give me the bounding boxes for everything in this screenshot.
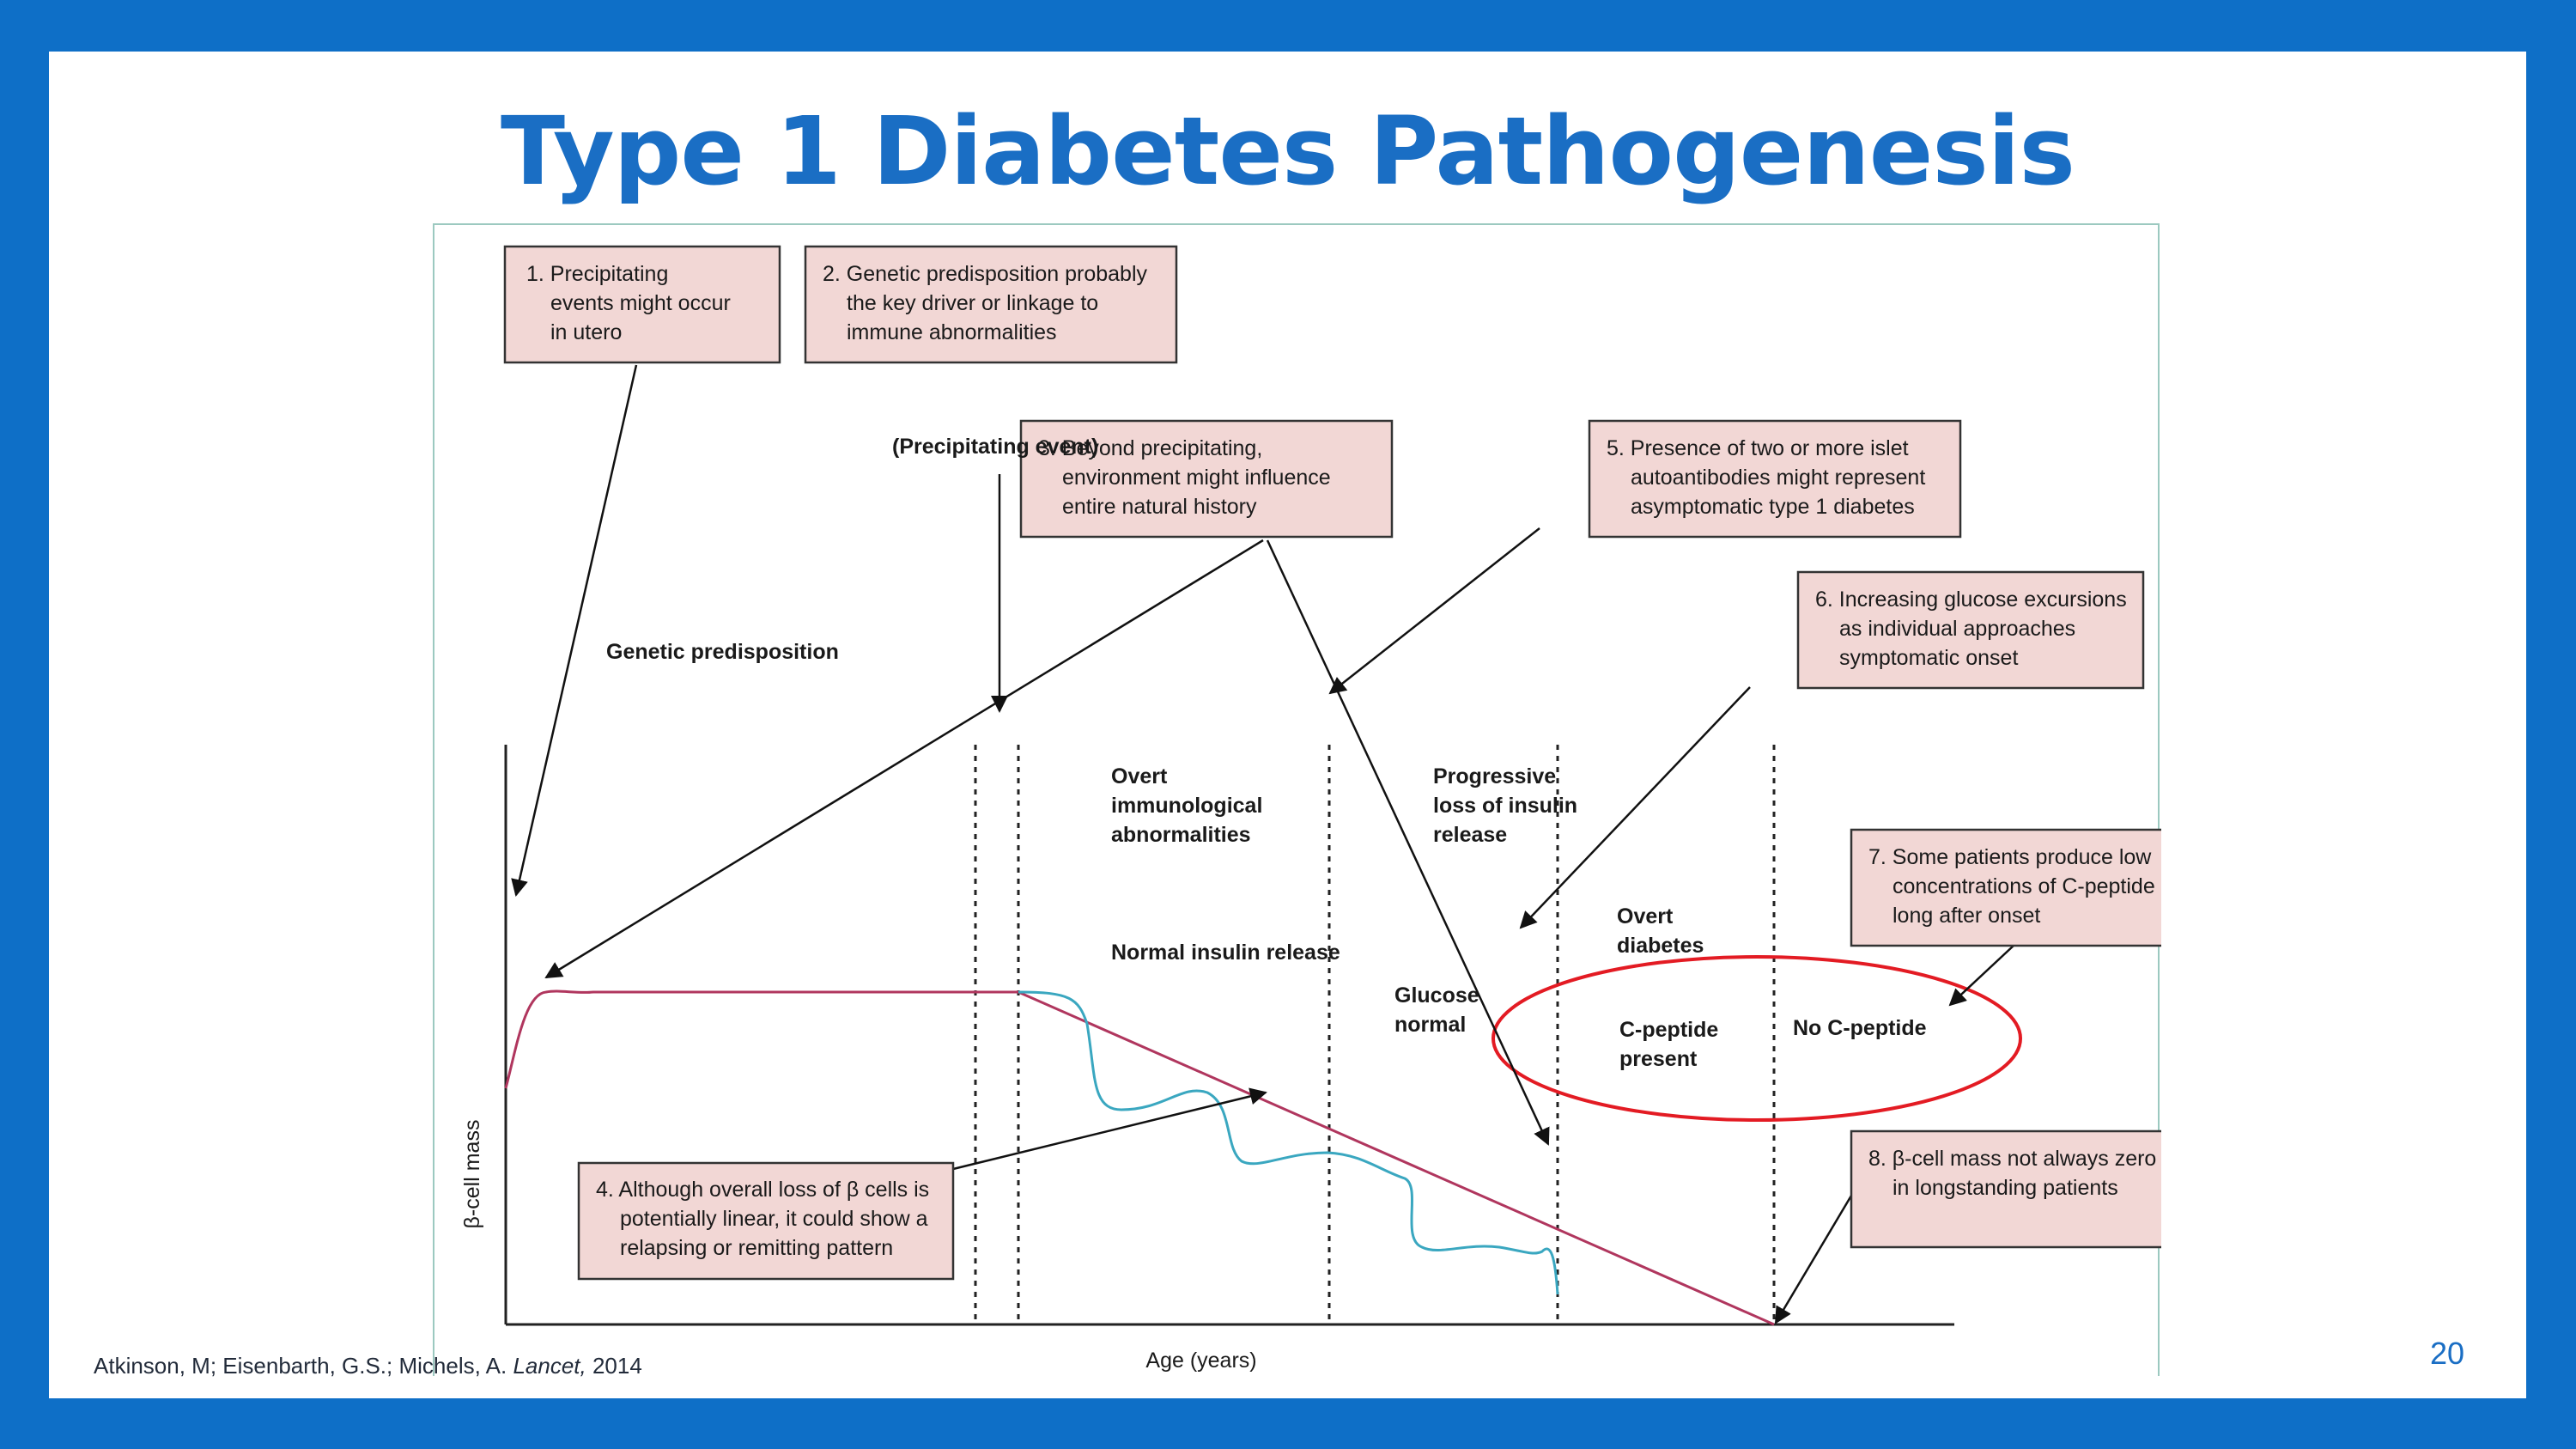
glucose-normal-label: Glucose normal — [1394, 983, 1479, 1037]
insulin-release-wave — [1018, 990, 1559, 1295]
svg-text:Overt: Overt — [1617, 904, 1674, 928]
svg-text:long after onset: long after onset — [1893, 904, 2040, 928]
citation-journal: Lancet, — [513, 1353, 586, 1379]
svg-text:relapsing or remitting pattern: relapsing or remitting pattern — [620, 1236, 893, 1260]
slide-title: Type 1 Diabetes Pathogenesis — [501, 96, 2075, 206]
svg-text:immune abnormalities: immune abnormalities — [847, 320, 1057, 344]
annotation-box-5: 5. Presence of two or more islet autoant… — [1588, 419, 1962, 539]
pathogenesis-diagram: 1. Precipitating events might occur in u… — [460, 245, 2161, 1373]
svg-text:entire natural history: entire natural history — [1062, 495, 1257, 519]
citation: Atkinson, M; Eisenbarth, G.S.; Michels, … — [94, 1353, 642, 1379]
citation-authors: Atkinson, M; Eisenbarth, G.S.; Michels, … — [94, 1353, 507, 1379]
svg-text:C-peptide: C-peptide — [1619, 1018, 1718, 1042]
svg-text:3. Beyond precipitating,: 3. Beyond precipitating, — [1038, 436, 1262, 460]
page-number: 20 — [2429, 1336, 2464, 1371]
annotation-box-7: 7. Some patients produce low concentrati… — [1850, 828, 2161, 947]
annotation-arrows — [511, 364, 2015, 1324]
annotation-box-1: 1. Precipitating events might occur in u… — [503, 245, 781, 364]
precipitating-event-label: (Precipitating event) — [892, 435, 1098, 459]
svg-text:in utero: in utero — [550, 320, 622, 344]
citation-year: 2014 — [592, 1353, 642, 1379]
annotation-box-6: 6. Increasing glucose excursions as indi… — [1796, 570, 2145, 690]
y-axis-label: β-cell mass — [460, 1120, 484, 1229]
svg-text:7. Some patients produce low: 7. Some patients produce low — [1868, 845, 2152, 869]
svg-text:environment might influence: environment might influence — [1062, 466, 1331, 490]
svg-text:asymptomatic type 1 diabetes: asymptomatic type 1 diabetes — [1631, 495, 1915, 519]
svg-text:symptomatic onset: symptomatic onset — [1839, 646, 2018, 670]
svg-text:normal: normal — [1394, 1013, 1466, 1037]
annotation-box-2: 2. Genetic predisposition probably the k… — [804, 245, 1178, 364]
svg-text:Progressive: Progressive — [1433, 764, 1556, 788]
slide: Type 1 Diabetes Pathogenesis — [49, 52, 2526, 1398]
svg-text:diabetes: diabetes — [1617, 934, 1704, 958]
svg-text:loss of insulin: loss of insulin — [1433, 794, 1577, 818]
genetic-predisposition-label: Genetic predisposition — [606, 640, 839, 664]
svg-text:the key driver or linkage to: the key driver or linkage to — [847, 291, 1098, 315]
svg-text:as individual approaches: as individual approaches — [1839, 617, 2075, 641]
svg-text:6. Increasing glucose excursio: 6. Increasing glucose excursions — [1815, 588, 2127, 612]
svg-text:abnormalities: abnormalities — [1111, 823, 1251, 847]
beta-cell-mass-line — [504, 989, 1775, 1326]
svg-text:8. β-cell mass not always zero: 8. β-cell mass not always zero — [1868, 1147, 2156, 1171]
svg-text:potentially linear, it could s: potentially linear, it could show a — [620, 1207, 928, 1231]
no-c-peptide-label: No C-peptide — [1793, 1016, 1927, 1040]
svg-text:events might occur: events might occur — [550, 291, 731, 315]
normal-insulin-release-label: Normal insulin release — [1111, 941, 1340, 965]
pathogenesis-figure: 1. Precipitating events might occur in u… — [433, 223, 2161, 1376]
svg-text:2. Genetic predisposition prob: 2. Genetic predisposition probably — [823, 262, 1148, 286]
progressive-loss-label: Progressive loss of insulin release — [1433, 764, 1577, 847]
svg-text:Glucose: Glucose — [1394, 983, 1479, 1008]
overt-diabetes-label: Overt diabetes — [1617, 904, 1704, 958]
svg-text:concentrations of C-peptide: concentrations of C-peptide — [1893, 874, 2155, 898]
annotation-box-3: 3. Beyond precipitating, environment mig… — [1019, 419, 1394, 539]
svg-text:present: present — [1619, 1047, 1698, 1071]
svg-text:1. Precipitating: 1. Precipitating — [526, 262, 668, 286]
svg-text:5. Presence of two or more isl: 5. Presence of two or more islet — [1607, 436, 1909, 460]
svg-text:immunological: immunological — [1111, 794, 1262, 818]
x-axis-label: Age (years) — [1145, 1349, 1256, 1373]
svg-text:in longstanding patients: in longstanding patients — [1893, 1176, 2118, 1200]
c-peptide-present-label: C-peptide present — [1619, 1018, 1718, 1071]
annotation-box-8: 8. β-cell mass not always zero in longst… — [1850, 1129, 2161, 1249]
overt-immuno-label: Overt immunological abnormalities — [1111, 764, 1262, 847]
svg-text:release: release — [1433, 823, 1507, 847]
svg-text:autoantibodies might represent: autoantibodies might represent — [1631, 466, 1925, 490]
svg-text:4. Although overall loss of β: 4. Although overall loss of β cells is — [596, 1178, 929, 1202]
svg-text:Overt: Overt — [1111, 764, 1168, 788]
c-peptide-highlight-ellipse — [1492, 955, 2022, 1122]
phase-separators — [974, 745, 1776, 1324]
annotation-box-4: 4. Although overall loss of β cells is p… — [577, 1161, 955, 1281]
